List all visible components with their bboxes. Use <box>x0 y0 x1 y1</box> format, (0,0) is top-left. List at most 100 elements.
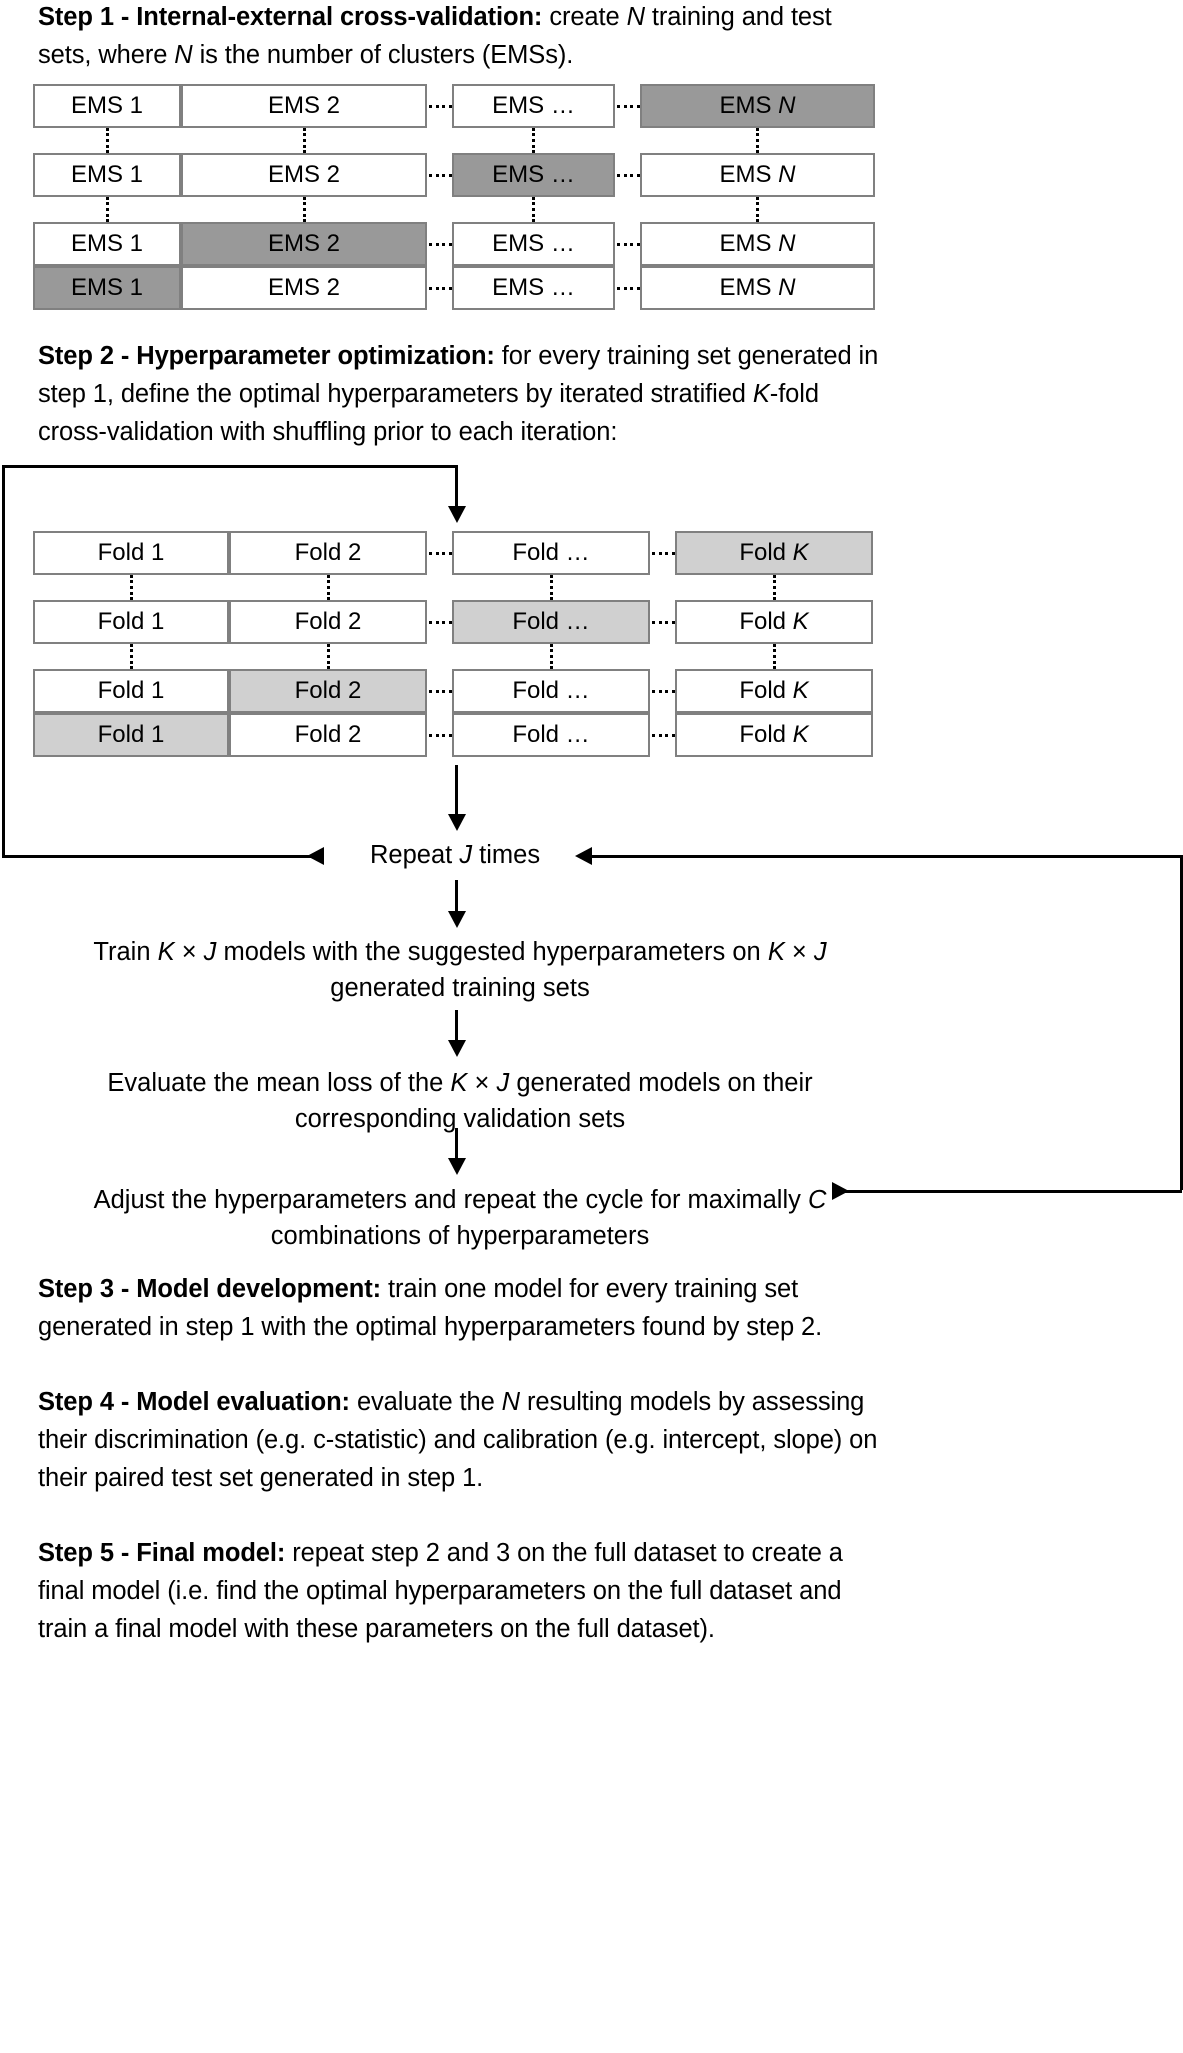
step1-paragraph: Step 1 - Internal-external cross-validat… <box>38 0 838 74</box>
step1-body-c: is the number of clusters (EMSs). <box>192 41 574 69</box>
ems-cell-r2c4[interactable]: EMS N <box>640 153 875 197</box>
fold-cell-r4c2[interactable]: Fold 2 <box>229 713 427 757</box>
ems-cell-r2c3[interactable]: EMS … <box>452 153 615 197</box>
step4-body-b: resulting models by assessing their disc… <box>38 1388 878 1492</box>
step4-label: Step 4 - Model evaluation: <box>38 1388 350 1416</box>
fold-row-3: Fold 1 Fold 2 Fold … Fold K <box>0 669 1183 713</box>
ems-cell-label: EMS 1 <box>70 274 144 301</box>
evaluate-loss-text: Evaluate the mean loss of the K × J gene… <box>80 1065 840 1137</box>
fold-cell-r3c1[interactable]: Fold 1 <box>33 669 229 713</box>
fold-cell-r4c1[interactable]: Fold 1 <box>33 713 229 757</box>
fold-hdot-r3a <box>429 690 452 693</box>
fold-row-1: Fold 1 Fold 2 Fold … Fold K <box>0 531 1183 575</box>
feedback-into-repeat-line <box>592 855 1183 858</box>
step2-body-a: for every training set generated in step… <box>38 342 879 408</box>
train-times-1: × <box>174 938 204 966</box>
fold-cell-r3c2[interactable]: Fold 2 <box>229 669 427 713</box>
evaluate-to-adjust-arrowhead <box>448 1158 466 1175</box>
fold-cell-r3c3[interactable]: Fold … <box>452 669 650 713</box>
fold-cell-r1c2[interactable]: Fold 2 <box>229 531 427 575</box>
ems-cell-r1c1[interactable]: EMS 1 <box>33 84 181 128</box>
loop-bottom-arrowhead <box>307 847 324 865</box>
fold-row-2: Fold 1 Fold 2 Fold … Fold K <box>0 600 1183 644</box>
train-models-text: Train K × J models with the suggested hy… <box>80 934 840 1006</box>
fold-hdot-r3b <box>652 690 675 693</box>
evaluate-line2: corresponding validation sets <box>294 1105 626 1133</box>
loop-bottom-rail <box>2 855 324 858</box>
ems-cell-r4c1[interactable]: EMS 1 <box>33 266 181 310</box>
fold-matrix: Fold 1 Fold 2 Fold … Fold K Fold 1 Fold … <box>0 531 1183 757</box>
ems-cell-r1c4[interactable]: EMS N <box>640 84 875 128</box>
repeat-suffix: times <box>472 841 541 869</box>
ems-cell-r2c1[interactable]: EMS 1 <box>33 153 181 197</box>
ems-vdot-c2-r23 <box>303 197 306 222</box>
fold-vdot-c1-r12 <box>130 575 133 600</box>
fold-cell-r2c3[interactable]: Fold … <box>452 600 650 644</box>
fold-cell-r2c4[interactable]: Fold K <box>675 600 873 644</box>
fold-cell-r2c1[interactable]: Fold 1 <box>33 600 229 644</box>
evaluate-var-k: K <box>450 1069 468 1097</box>
adjust-line2: combinations of hyperparameters <box>270 1222 650 1250</box>
ems-cell-r3c3[interactable]: EMS … <box>452 222 615 266</box>
ems-cell-r3c2[interactable]: EMS 2 <box>181 222 427 266</box>
fold-vdot-c2-r23 <box>327 644 330 669</box>
ems-matrix: EMS 1 EMS 2 EMS … EMS N EMS 1 EMS 2 EMS … <box>0 84 1183 310</box>
ems-hdot-r3a <box>429 243 452 246</box>
fold-hdot-r4a <box>429 734 452 737</box>
ems-cell-r1c2[interactable]: EMS 2 <box>181 84 427 128</box>
ems-cell-r3c4[interactable]: EMS N <box>640 222 875 266</box>
fold-cell-r2c2[interactable]: Fold 2 <box>229 600 427 644</box>
ems-cell-label: EMS … <box>492 161 575 188</box>
fold-vdot-c4-r12 <box>773 575 776 600</box>
train-to-evaluate-arrowhead <box>448 1040 466 1057</box>
ems-cell-label: EMS 2 <box>267 92 341 119</box>
ems-vdot-c3-r23 <box>532 197 535 222</box>
repeat-var-j: J <box>459 841 473 869</box>
ems-cell-r4c3[interactable]: EMS … <box>452 266 615 310</box>
step4-body-a: evaluate the <box>349 1388 502 1416</box>
repeat-prefix: Repeat <box>370 841 460 869</box>
ems-cell-r1c3[interactable]: EMS … <box>452 84 615 128</box>
ems-cell-label: EMS … <box>492 274 575 301</box>
feedback-bottom-rail <box>832 1190 1182 1193</box>
fold-cell-r1c3[interactable]: Fold … <box>452 531 650 575</box>
ems-hdot-r1a <box>429 105 452 108</box>
ems-cell-r4c4[interactable]: EMS N <box>640 266 875 310</box>
fold-cell-r3c4[interactable]: Fold K <box>675 669 873 713</box>
fold-vdot-c2-r12 <box>327 575 330 600</box>
fold-cell-r1c1[interactable]: Fold 1 <box>33 531 229 575</box>
step4-var-n: N <box>501 1388 520 1416</box>
step5-label: Step 5 - Final model: <box>38 1539 286 1567</box>
fold-cell-label: Fold 1 <box>97 721 165 748</box>
step3-body: train one model for every training set g… <box>38 1275 823 1341</box>
ems-hdot-r4a <box>429 287 452 290</box>
train-line2: generated training sets <box>330 974 590 1002</box>
adjust-line1-a: Adjust the hyperparameters and repeat th… <box>93 1186 808 1214</box>
ems-cell-r2c2[interactable]: EMS 2 <box>181 153 427 197</box>
train-times-2: × <box>784 938 814 966</box>
ems-hdot-r4b <box>617 287 640 290</box>
train-line1-a: Train <box>93 938 158 966</box>
step2-paragraph: Step 2 - Hyperparameter optimization: fo… <box>38 337 883 451</box>
train-var-k: K <box>157 938 175 966</box>
step1-body-b: training and test sets, where <box>38 3 832 69</box>
ems-cell-r3c1[interactable]: EMS 1 <box>33 222 181 266</box>
fold-cell-r4c4[interactable]: Fold K <box>675 713 873 757</box>
fold-cell-r1c4[interactable]: Fold K <box>675 531 873 575</box>
fold-hdot-r4b <box>652 734 675 737</box>
evaluate-to-adjust-line <box>455 1128 458 1162</box>
ems-cell-r4c2[interactable]: EMS 2 <box>181 266 427 310</box>
evaluate-times: × <box>467 1069 497 1097</box>
step1-var-n: N <box>626 3 645 31</box>
fold-cell-label: Fold … <box>512 721 590 748</box>
fold-cell-label: Fold … <box>512 608 590 635</box>
loop-left-rail <box>2 465 5 856</box>
fold-cell-r4c3[interactable]: Fold … <box>452 713 650 757</box>
ems-row-3: EMS 1 EMS 2 EMS … EMS N <box>0 222 1183 266</box>
ems-cell-label: EMS … <box>492 230 575 257</box>
fold-cell-label: Fold 2 <box>294 677 362 704</box>
step5-body: repeat step 2 and 3 on the full dataset … <box>38 1539 843 1643</box>
ems-vdot-c3-r12 <box>532 128 535 153</box>
train-to-evaluate-line <box>455 1010 458 1044</box>
fold-cell-label: Fold 2 <box>294 721 362 748</box>
